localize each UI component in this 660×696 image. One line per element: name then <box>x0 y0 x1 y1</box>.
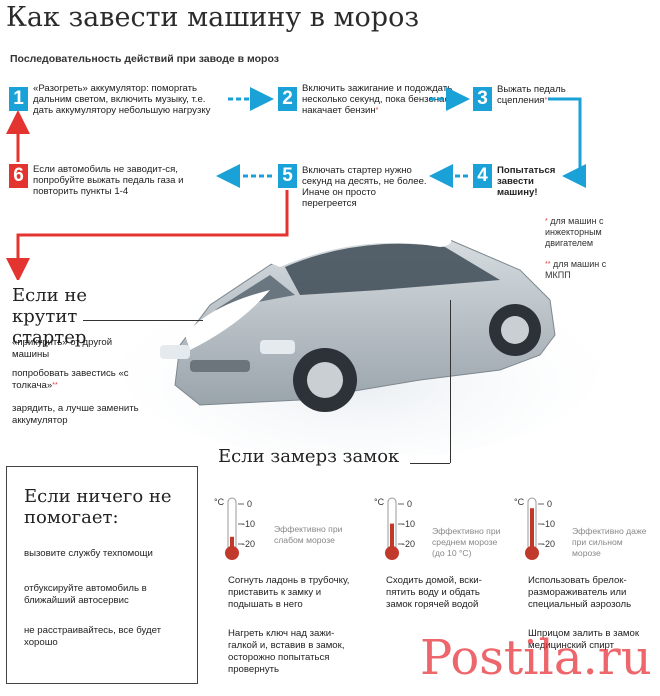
step-6-text: Если автомобиль не заводит-ся, попробуйт… <box>33 164 184 197</box>
starter-heading: Если не крутит стартер <box>12 285 88 348</box>
step-1-text: «Разогреть» аккумулятор: поморгать дальн… <box>33 83 211 116</box>
lock-pointer-v <box>450 300 451 463</box>
lock-heading: Если замерз замок <box>218 446 400 467</box>
step-4-text: Попытаться завести машину! <box>497 165 556 198</box>
thermometer-icon <box>225 497 244 560</box>
thermo-effect-1: Эффективно при слабом морозе <box>274 524 343 545</box>
flow-arrows <box>5 87 586 280</box>
note-manual: ** для машин с МКПП <box>545 259 607 280</box>
lock-tip-1-1: Согнуть ладонь в трубочку, приставить к … <box>228 575 350 610</box>
step-4-number: 4 <box>473 164 492 188</box>
starter-tip-1: «прикурить» от другой машины <box>12 337 113 360</box>
starter-pointer <box>83 320 203 321</box>
watermark-logo: Postila.ru <box>420 630 652 686</box>
step-1-number: 1 <box>9 87 28 111</box>
thermometer-icon <box>385 497 404 560</box>
car-illustration <box>120 233 600 455</box>
note-injector: * для машин с инжекторным двигателем <box>545 216 604 248</box>
nothing-tip-2: отбуксируйте автомобиль в ближайший авто… <box>24 583 147 606</box>
step-5-text: Включать стартер нужно секунд на десять,… <box>302 165 427 209</box>
lock-tip-3-2: Шприцом залить в замок медицинский спирт <box>528 628 640 651</box>
thermo-col-2: °C 0 -10 -20 Эффективно при среднем моро… <box>372 496 512 566</box>
lock-pointer-h <box>410 463 450 464</box>
step-6-number: 6 <box>9 164 28 188</box>
step-2-number: 2 <box>278 87 297 111</box>
step-2-text: Включить зажигание и подождать несколько… <box>302 83 460 116</box>
page-subtitle: Последовательность действий при заводе в… <box>10 53 279 65</box>
lock-tip-2-1: Сходить домой, вски-пятить воду и обдать… <box>386 575 482 610</box>
nothing-helps-box <box>6 466 198 684</box>
step-3-text: Выжать педаль сцепления** <box>497 84 566 106</box>
thermometer-icon <box>525 497 544 560</box>
lock-tip-3-1: Использовать брелок-размораживатель или … <box>528 575 632 610</box>
thermo-effect-3: Эффективно даже при сильном морозе <box>572 526 647 558</box>
starter-tip-2: попробовать завестись «с толкача»** <box>12 368 129 391</box>
thermo-col-3: °C 0 -10 -20 Эффективно даже при сильном… <box>512 496 652 566</box>
thermo-effect-2: Эффективно при среднем морозе (до 10 °С) <box>432 526 501 558</box>
thermo-col-1: °C 0 -10 -20 Эффективно при слабом мороз… <box>212 496 352 566</box>
nothing-tip-1: вызовите службу техпомощи <box>24 548 153 559</box>
nothing-heading: Если ничего не помогает: <box>24 486 172 528</box>
lock-tip-1-2: Нагреть ключ над зажи-галкой и, вставив … <box>228 628 345 675</box>
step-3-number: 3 <box>473 87 492 111</box>
step-5-number: 5 <box>278 164 297 188</box>
page-title: Как завести машину в мороз <box>6 2 420 33</box>
nothing-tip-3: не расстраивайтесь, все будет хорошо <box>24 625 161 648</box>
starter-tip-3: зарядить, а лучше заменить аккумулятор <box>12 403 139 426</box>
